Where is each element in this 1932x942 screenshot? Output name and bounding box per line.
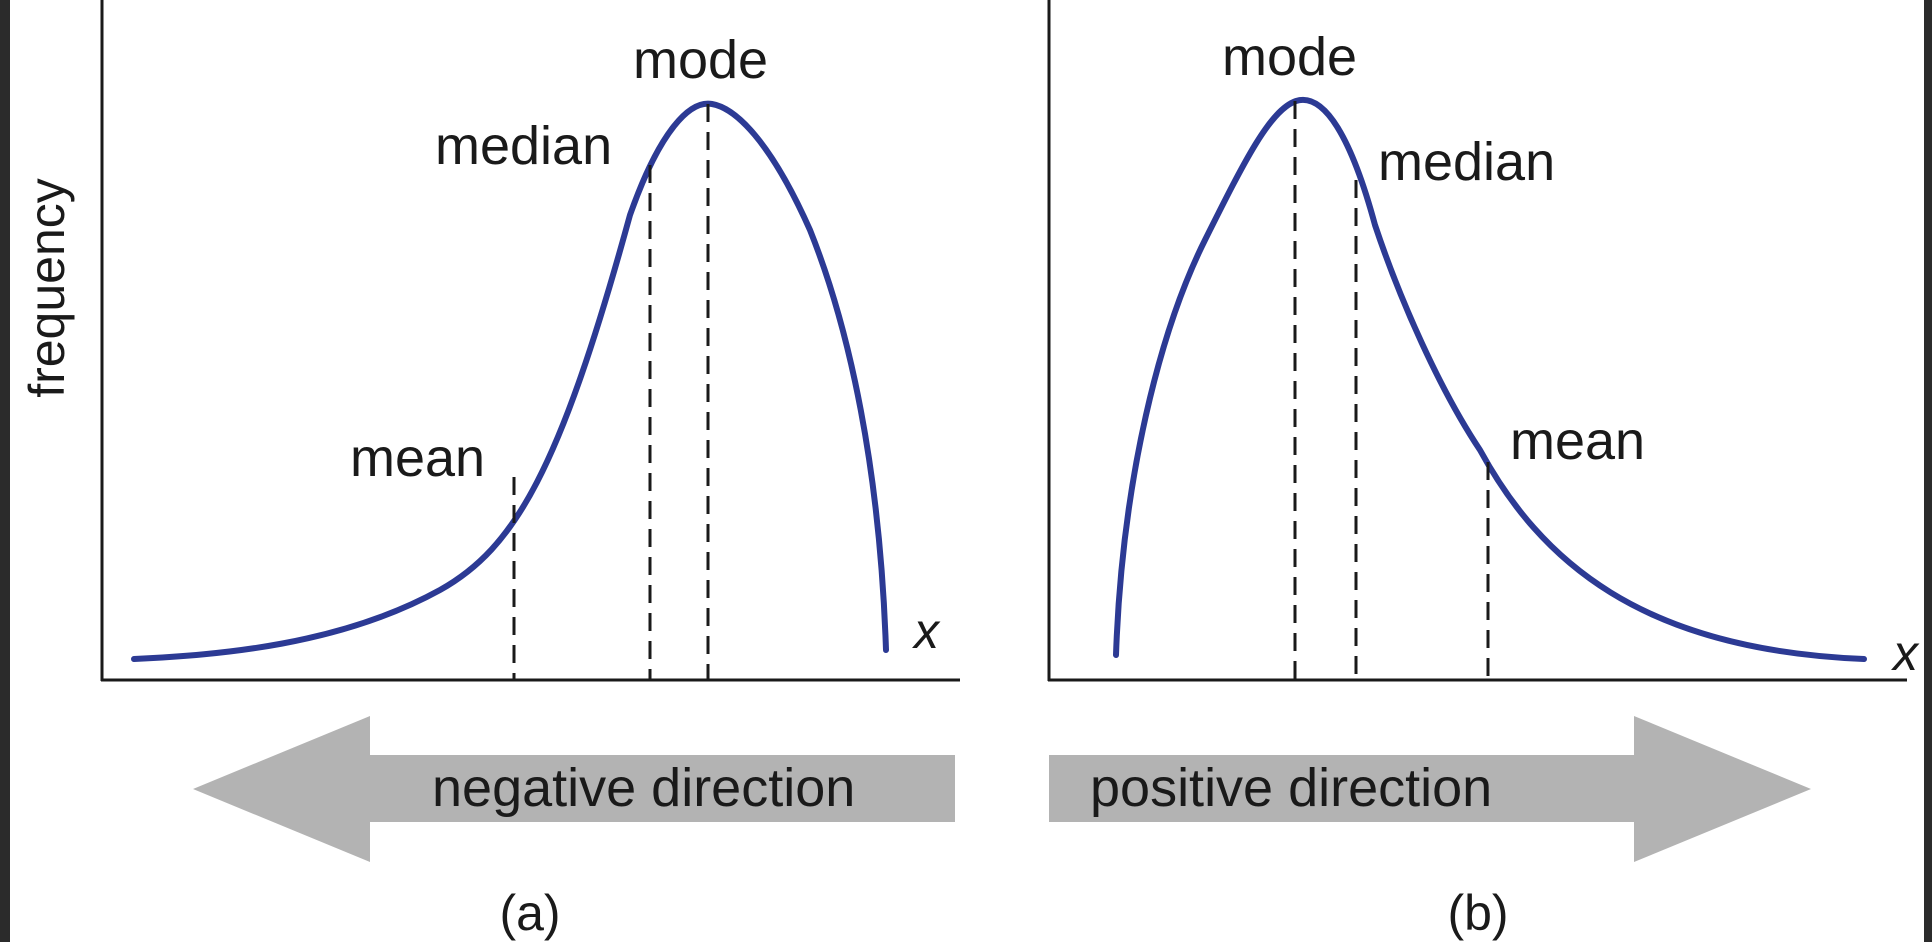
panel-a: mean median mode x negative direction (a… [100,0,960,941]
panel-b: mode median mean x positive direction (b… [1047,0,1920,941]
panel-a-mean-label: mean [350,428,485,488]
panel-a-mode-label: mode [633,30,768,90]
panel-b-distribution-curve [1113,96,1867,662]
panel-a-distribution-curve [131,100,889,662]
negative-direction-label: negative direction [432,758,855,818]
positive-direction-label: positive direction [1090,758,1492,818]
panel-b-x-axis-label: x [1891,625,1920,681]
panel-a-median-label: median [435,116,612,176]
y-axis-label: frequency [19,178,75,398]
negative-direction-arrow [193,716,955,862]
panel-b-median-label: median [1378,132,1555,192]
panel-b-mode-label: mode [1222,27,1357,87]
panel-a-caption: (a) [499,885,560,941]
panel-b-mean-label: mean [1510,411,1645,471]
panel-a-x-axis-label: x [912,603,941,659]
panel-b-caption: (b) [1447,885,1508,941]
positive-direction-arrow [1049,716,1811,862]
